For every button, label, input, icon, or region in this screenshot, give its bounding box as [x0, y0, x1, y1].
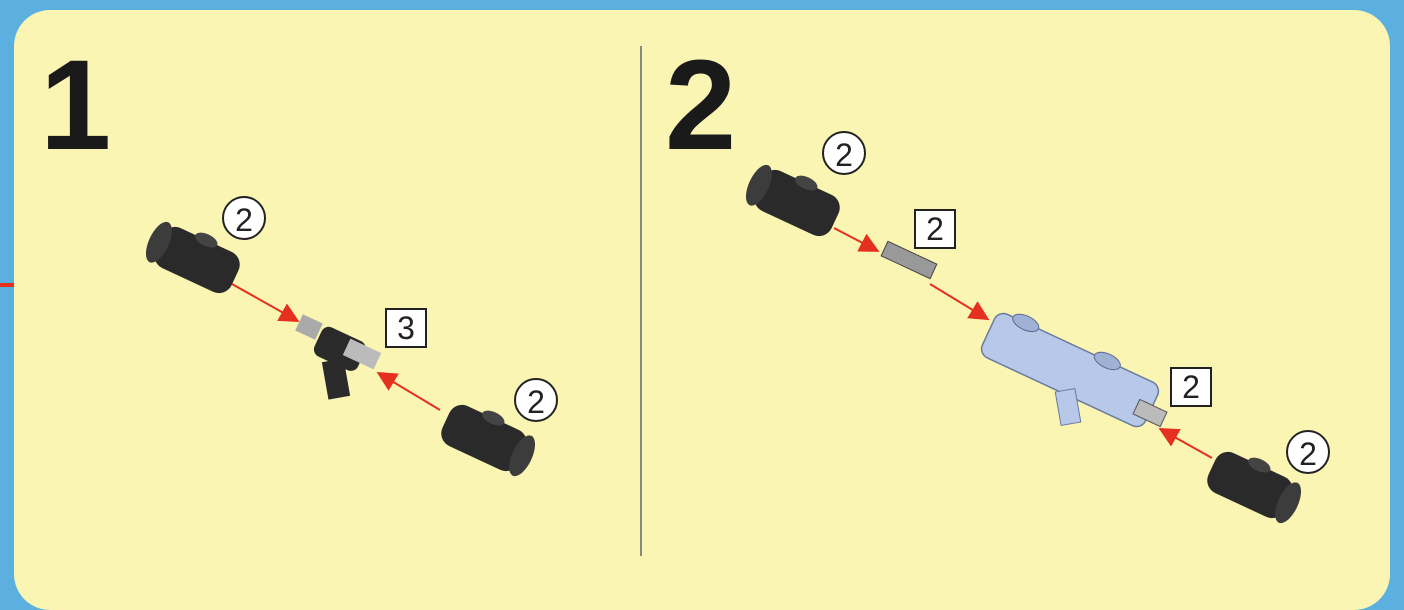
step-1-number: 1	[40, 34, 112, 177]
step2-arrow-top	[833, 227, 880, 252]
step2-top-connector-qty: 2	[822, 131, 866, 175]
instruction-panel	[14, 10, 1390, 610]
parts-illustration	[0, 164, 1302, 524]
step1-arrow-top	[231, 283, 300, 322]
instruction-page: 1 2 3 2 2 2 2 2 2	[0, 10, 1390, 610]
step2-bottom-connector	[1207, 451, 1302, 524]
step-divider	[640, 46, 642, 556]
step2-axle	[880, 240, 938, 280]
step1-axle-qty: 3	[385, 308, 427, 348]
step2-barrel	[980, 312, 1168, 428]
step1-bottom-connector-qty: 2	[514, 378, 558, 422]
step1-arrow-bottom	[376, 371, 441, 411]
step2-top-connector	[745, 164, 840, 237]
step-2-number: 2	[665, 34, 737, 177]
step2-arrow-middle	[929, 283, 990, 321]
step2-axle-qty: 2	[914, 209, 956, 249]
step1-bottom-connector	[441, 404, 536, 477]
step2-arrow-bottom	[1158, 428, 1213, 459]
step1-top-connector-qty: 2	[222, 196, 266, 240]
step2-bottom-connector-qty: 2	[1286, 430, 1330, 474]
step1-top-connector	[145, 221, 240, 294]
step2-barrel-axle-qty: 2	[1170, 367, 1212, 407]
step1-angle-connector	[295, 314, 382, 400]
